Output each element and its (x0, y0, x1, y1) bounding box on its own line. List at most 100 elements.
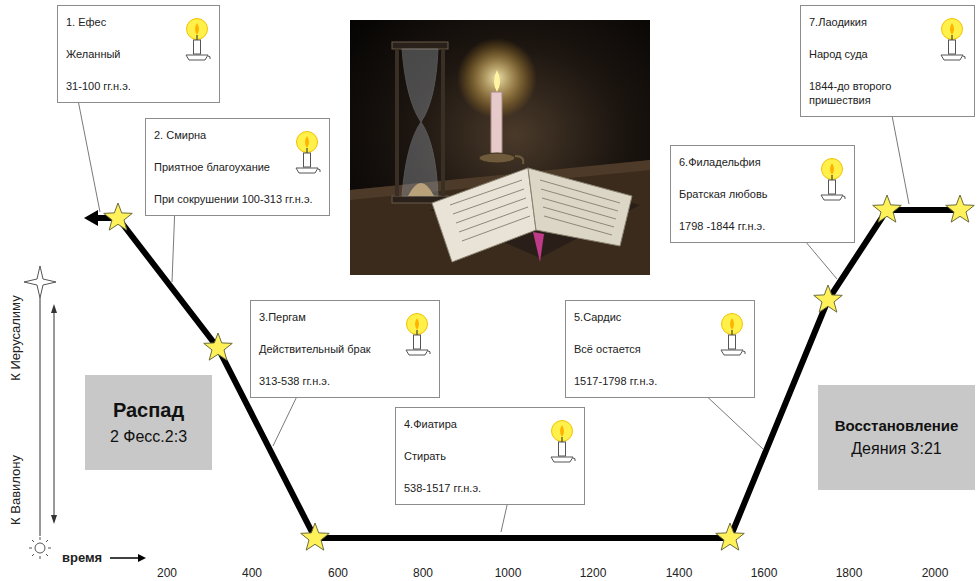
candle-icon (718, 313, 746, 359)
candle-flame (415, 318, 419, 330)
candle-glow (187, 19, 208, 40)
candle-wick (562, 437, 563, 442)
era-band: ВосстановлениеДеяния 3:21 (818, 385, 975, 490)
candle-holder (941, 55, 963, 60)
candle-body (559, 442, 566, 456)
year-tick: 1000 (495, 566, 522, 580)
node-text: 2 Фесс.2:3 (110, 428, 187, 446)
candle-holder (296, 168, 318, 173)
church-callout: 2. СмирнаПриятное благоуханиеПри сокруше… (145, 118, 330, 216)
candle-wick (417, 330, 418, 335)
node-text: Всё остается (574, 342, 746, 356)
year-tick: 1400 (666, 566, 693, 580)
node-text: 1798 -1844 гг.н.э. (679, 219, 846, 233)
candle-handle (743, 351, 745, 354)
candle-body (729, 335, 736, 349)
node-heading: 3.Пергам (259, 310, 431, 324)
candle-handle (318, 169, 320, 172)
church-callout: 6.ФиладельфияБратская любовь 1798 -1844 г… (670, 145, 855, 243)
candle-glow (942, 19, 963, 40)
candle-handle (963, 56, 965, 59)
candle-flame (560, 425, 564, 437)
candle-wick (732, 330, 733, 335)
node-text: Народ суда (809, 47, 966, 61)
year-tick: 1600 (751, 566, 778, 580)
node-text: При сокрушении 100-313 гг.н.э. (154, 192, 321, 206)
node-text: Действительный брак (259, 342, 431, 356)
candle-flame (730, 318, 734, 330)
year-tick: 2000 (922, 566, 949, 580)
candle-glow (297, 132, 318, 153)
candle-holder (186, 55, 208, 60)
church-callout: 7.ЛаодикияНарод суда 1844-до второго приш… (800, 5, 975, 117)
node-text: Приятное благоухание (154, 160, 321, 174)
year-tick: 800 (413, 566, 433, 580)
node-heading: 2. Смирна (154, 128, 321, 142)
node-text: 538-1517 гг.н.э. (404, 481, 576, 495)
candle-holder (551, 457, 573, 462)
leader-lines (78, 100, 909, 532)
node-text: 31-100 гг.н.э. (66, 79, 211, 93)
candle-wick (307, 148, 308, 153)
era-band: Распад 2 Фесс.2:3 (85, 375, 212, 470)
candle-body (304, 153, 311, 167)
candle-flame (950, 23, 954, 35)
church-callout: 1. ЕфесЖеланный 31-100 гг.н.э. (57, 5, 220, 103)
church-callout: 4.ФиатираСтирать 538-1517 гг.н.э. (395, 407, 585, 505)
candle-icon (818, 158, 846, 204)
node-heading: 5.Сардис (574, 310, 746, 324)
candle-handle (428, 351, 430, 354)
photo (350, 20, 650, 275)
node-heading: 7.Лаодикия (809, 15, 966, 29)
church-callout: 5.СардисВсё остается 1517-1798 гг.н.э. (565, 300, 755, 398)
node-text: Желанный (66, 47, 211, 61)
year-tick: 1200 (580, 566, 607, 580)
candle-glow (822, 159, 843, 180)
node-heading: Распад (113, 399, 184, 422)
candle-body (949, 40, 956, 54)
candle-handle (843, 196, 845, 199)
candle-holder (406, 350, 428, 355)
node-text: 1517-1798 гг.н.э. (574, 374, 746, 388)
candle-body (194, 40, 201, 54)
node-text: 1844-до второго пришествия (809, 79, 966, 107)
axis-title: время (62, 550, 102, 565)
node-heading: 1. Ефес (66, 15, 211, 29)
node-heading: Восстановление (835, 417, 959, 434)
candle-body (829, 180, 836, 194)
node-text: Стирать (404, 449, 576, 463)
node-heading: 6.Филадельфия (679, 155, 846, 169)
year-tick: 600 (328, 566, 348, 580)
candle-flame (305, 136, 309, 148)
candle-handle (208, 56, 210, 59)
node-text: Деяния 3:21 (851, 440, 941, 458)
candle-holder (721, 350, 743, 355)
candle-handle (573, 458, 575, 461)
node-text: 313-538 гг.н.э. (259, 374, 431, 388)
candle-flame (195, 23, 199, 35)
candle-body (414, 335, 421, 349)
candle-glow (722, 314, 743, 335)
candle-flame (830, 163, 834, 175)
candle-icon (938, 18, 966, 64)
candle-glow (552, 421, 573, 442)
candle-wick (832, 175, 833, 180)
candle-wick (952, 35, 953, 40)
node-heading: 4.Фиатира (404, 417, 576, 431)
axis-direction-label: К Иерусалиму (8, 295, 23, 380)
candle-icon (293, 131, 321, 177)
year-tick: 1800 (836, 566, 863, 580)
candle-icon (403, 313, 431, 359)
candle-glow (407, 314, 428, 335)
year-tick: 200 (157, 566, 177, 580)
candle-icon (548, 420, 576, 466)
candle-holder (821, 195, 843, 200)
axis-direction-label: К Вавилону (8, 455, 23, 525)
period-stars (104, 195, 975, 550)
node-text: Братская любовь (679, 187, 846, 201)
year-tick: 400 (242, 566, 262, 580)
candle-icon (183, 18, 211, 64)
candle-wick (197, 35, 198, 40)
church-callout: 3.ПергамДействительный брак 313-538 гг.н.… (250, 300, 440, 398)
